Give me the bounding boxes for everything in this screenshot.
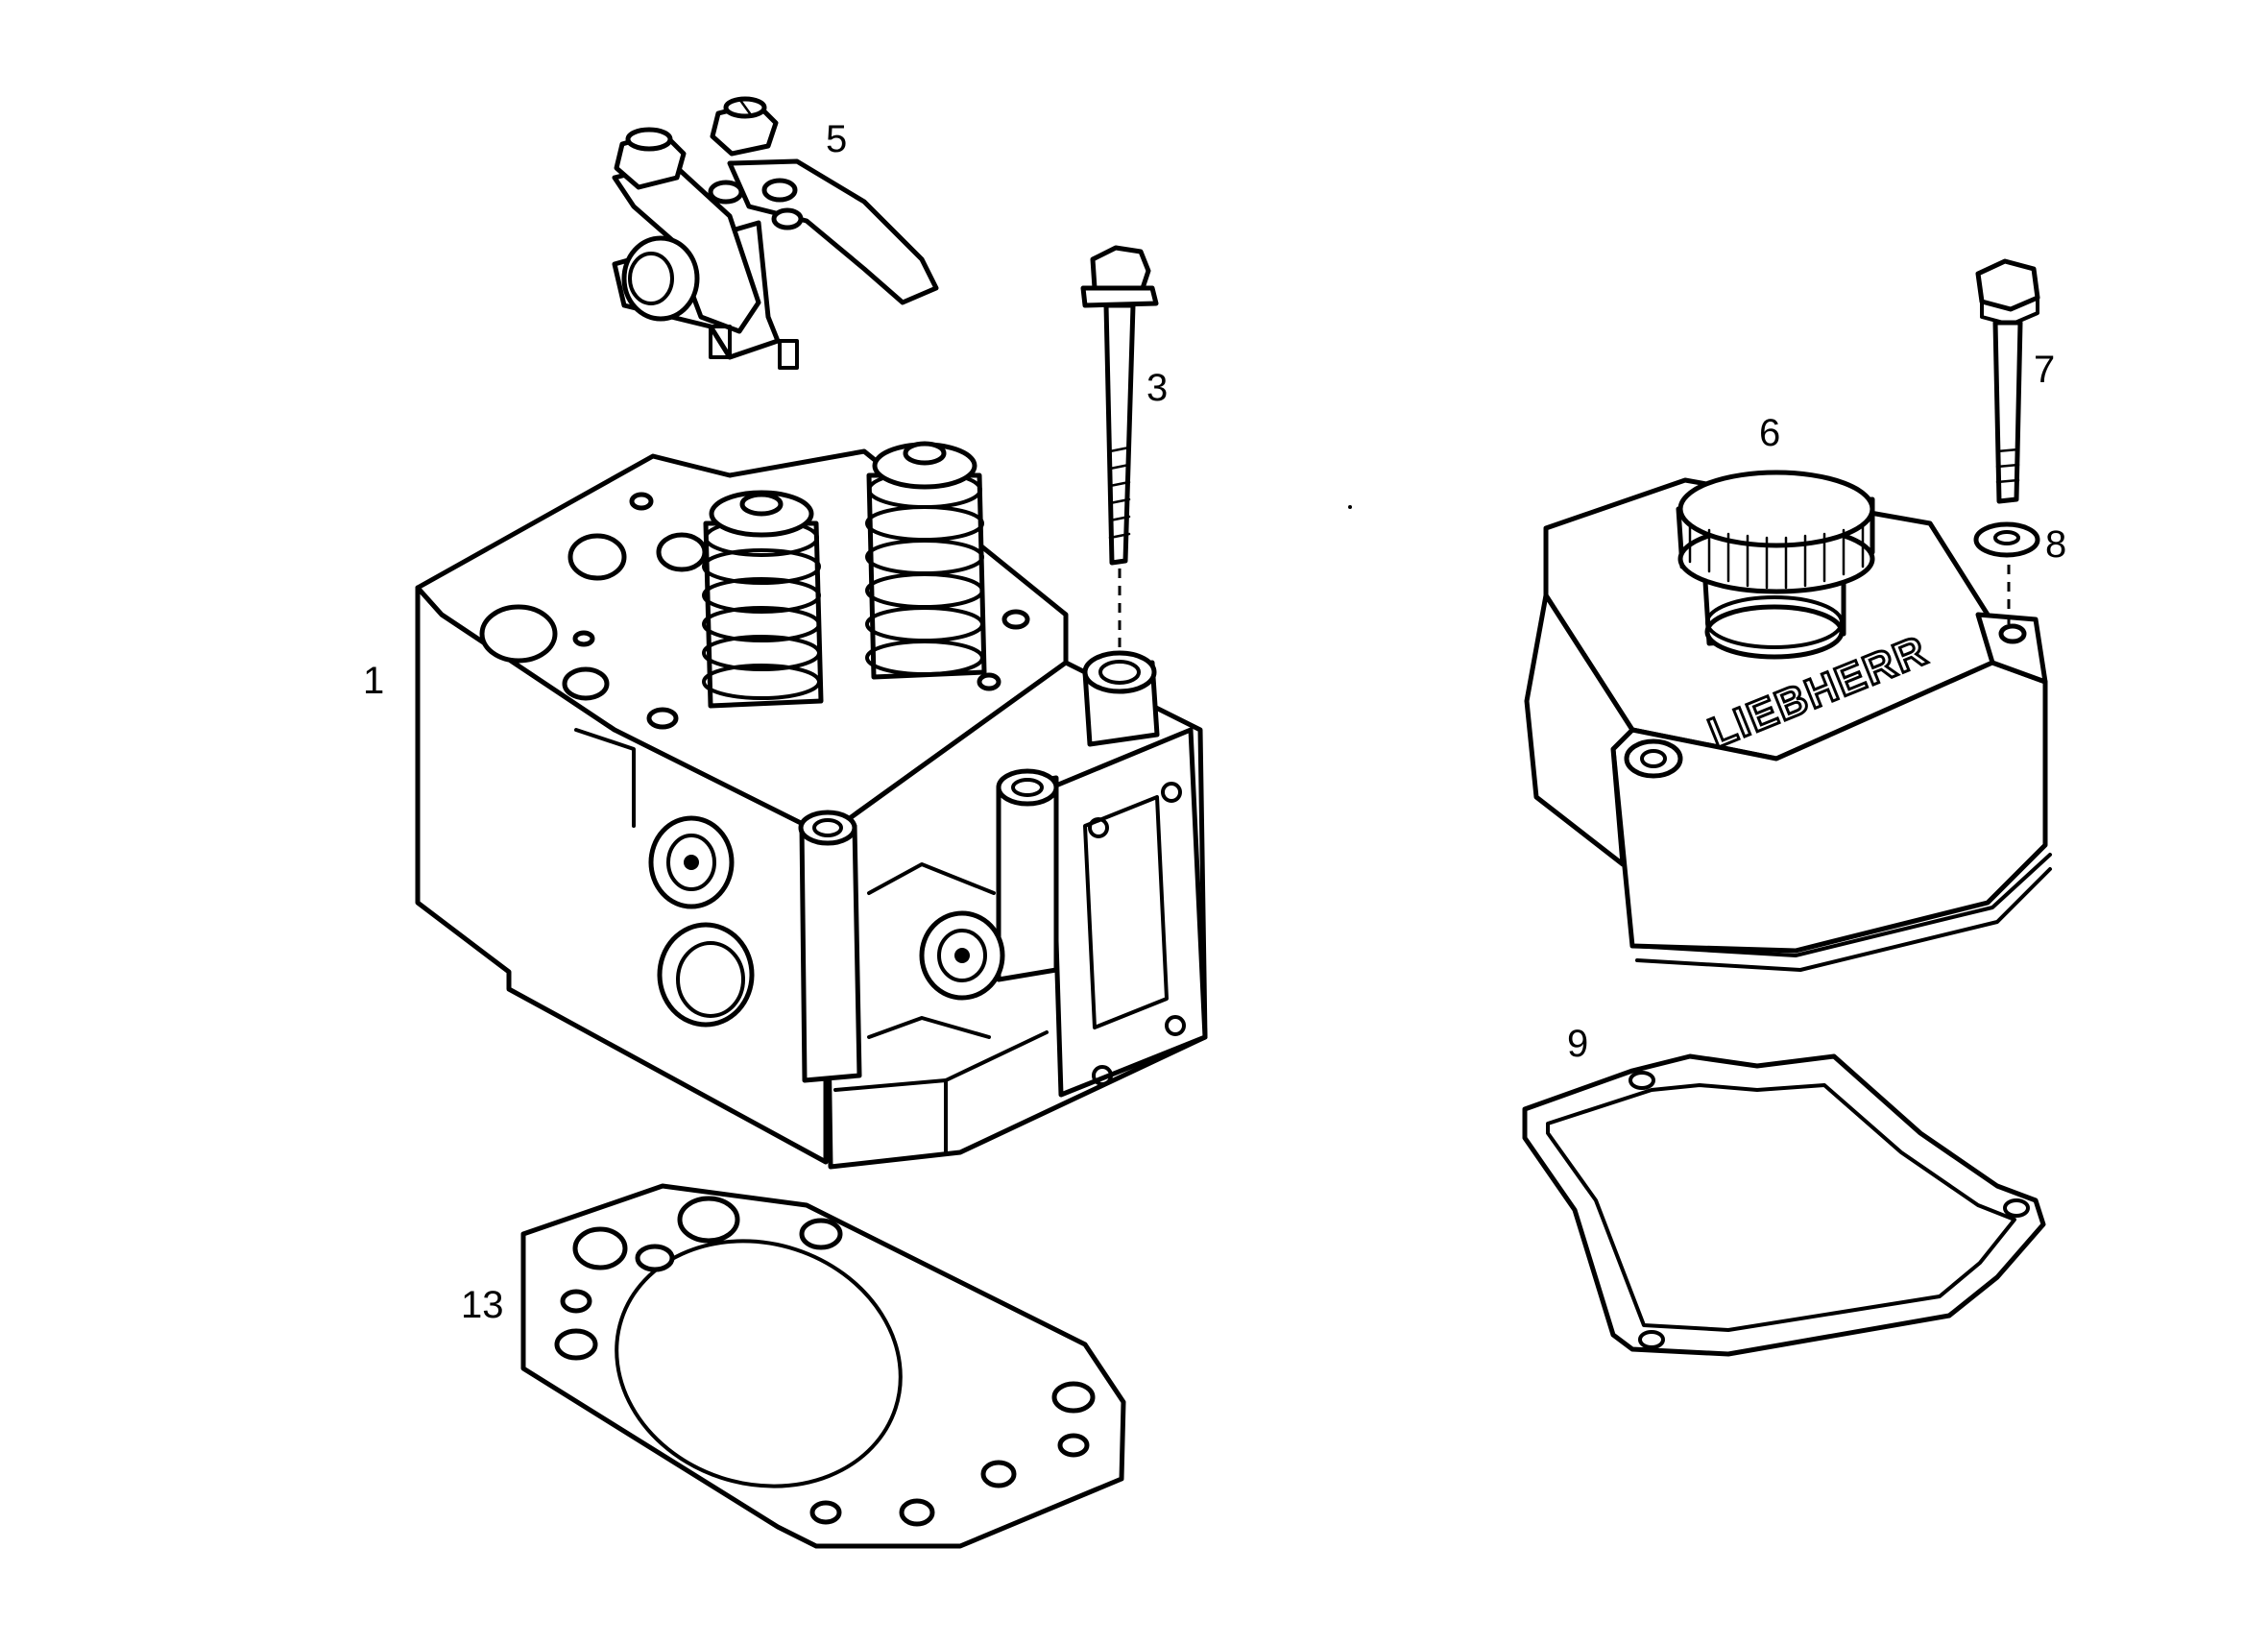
cover-bolt (1975, 258, 2040, 504)
callout-9: 9 (1567, 1023, 1588, 1065)
callout-1: 1 (363, 660, 384, 702)
valve-spring-left (702, 490, 824, 709)
rocker-arm-assembly (612, 96, 939, 370)
cover-washer (1973, 521, 2040, 624)
callout-13: 13 (461, 1284, 504, 1326)
cover-gasket (1522, 1053, 2046, 1357)
callout-7: 7 (2034, 349, 2055, 391)
head-bolt (1080, 245, 1159, 663)
callout-3: 3 (1146, 367, 1168, 409)
valve-cover: LIEBHERR (1524, 470, 2052, 972)
cylinder-head (415, 441, 1208, 1170)
head-gasket (520, 1183, 1126, 1549)
valve-spring-right (865, 441, 987, 680)
callout-6: 6 (1759, 412, 1780, 454)
callout-8: 8 (2045, 523, 2066, 566)
callout-5: 5 (826, 118, 847, 160)
